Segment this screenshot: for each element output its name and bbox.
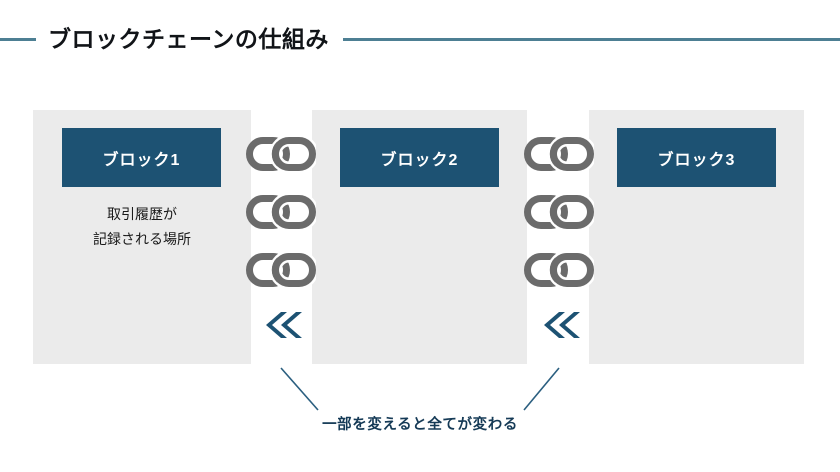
chain-link-icon	[524, 194, 594, 230]
block-header-1: ブロック1	[62, 128, 221, 187]
block-header-2: ブロック2	[340, 128, 499, 187]
block-1-description: 取引履歴が 記録される場所	[33, 202, 251, 251]
chain-connector-2	[524, 136, 596, 340]
chain-connector-1	[246, 136, 318, 340]
page-title-bar: ブロックチェーンの仕組み	[0, 18, 840, 60]
block-label-3: ブロック3	[657, 151, 736, 169]
chain-link-icon	[246, 194, 316, 230]
connector-line-left	[280, 367, 319, 411]
block-1-description-line-2: 記録される場所	[93, 230, 191, 247]
page-title: ブロックチェーンの仕組み	[48, 25, 329, 52]
block-1-description-line-1: 取引履歴が	[107, 206, 177, 222]
bottom-caption: 一部を変えると全てが変わる	[322, 417, 518, 433]
chain-link-icon	[524, 136, 594, 172]
block-label-2: ブロック2	[380, 151, 459, 169]
chain-link-icon	[524, 252, 594, 288]
double-chevron-left-icon	[544, 312, 580, 338]
chain-link-icon	[246, 136, 316, 172]
chain-link-icon	[246, 252, 316, 288]
double-chevron-left-icon	[266, 312, 302, 338]
block-label-1: ブロック1	[102, 151, 181, 169]
block-header-3: ブロック3	[617, 128, 776, 187]
title-rule-right	[342, 37, 840, 41]
connector-line-right	[523, 367, 560, 411]
title-rule-left	[0, 37, 36, 41]
